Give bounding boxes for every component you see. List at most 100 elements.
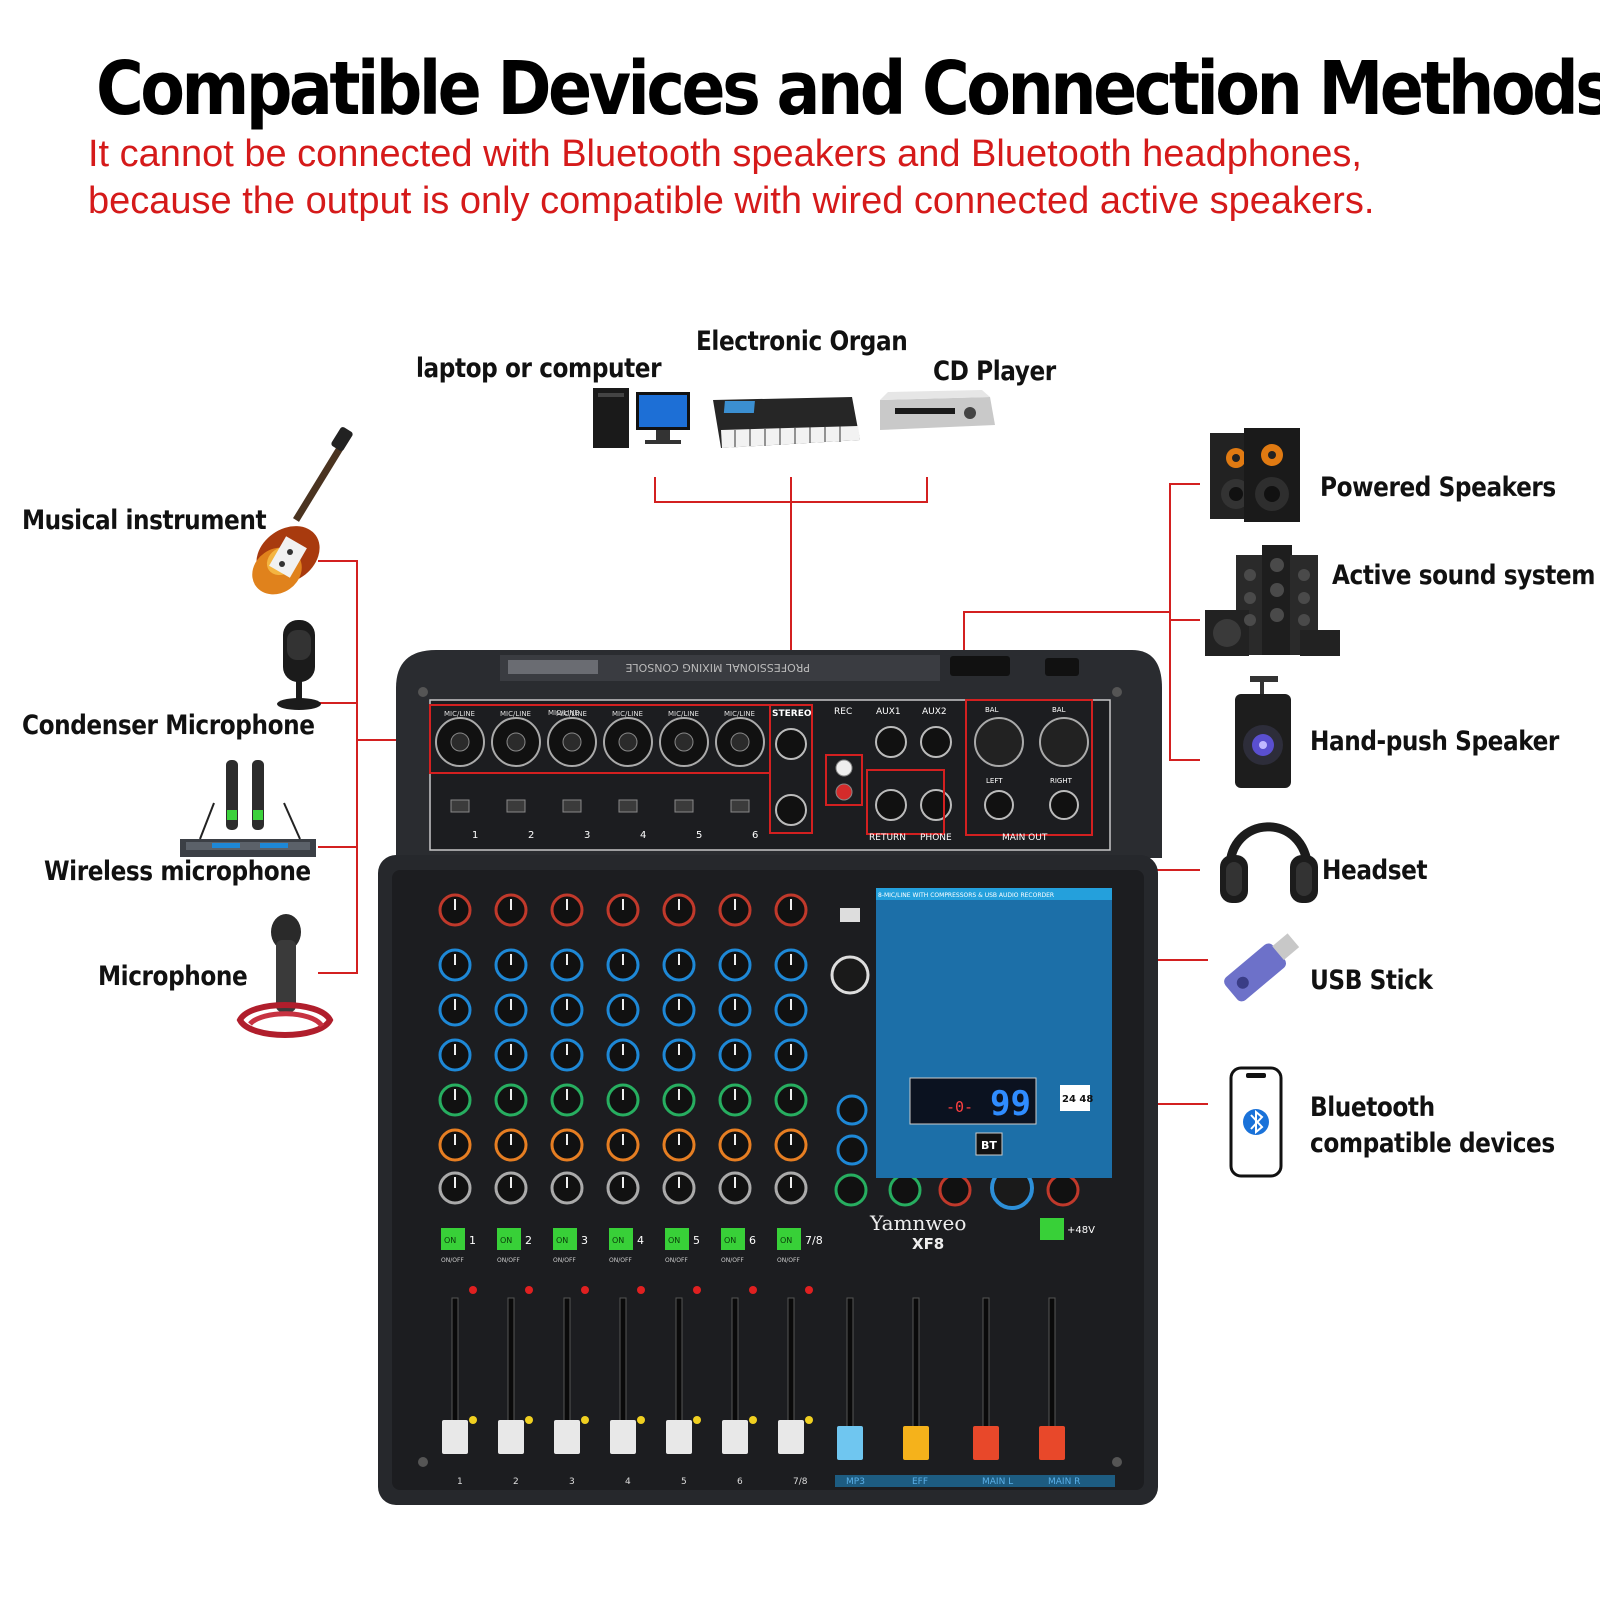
channel-fader[interactable] [722,1420,748,1454]
master-fader[interactable] [837,1426,863,1460]
pad-switch[interactable] [618,799,638,813]
stereo-label: STEREO [772,709,812,719]
phone-label: PHONE [920,833,952,843]
channel-on-button[interactable] [665,1228,689,1250]
master-fader[interactable] [1039,1426,1065,1460]
rec-output-highlight [825,754,863,806]
channel-fader[interactable] [554,1420,580,1454]
channel-fader[interactable] [666,1420,692,1454]
channel-fader[interactable] [498,1420,524,1454]
rca-white-jack[interactable] [835,759,853,777]
label-condenser-microphone: Condenser Microphone [22,710,315,741]
pad-switch[interactable] [674,799,694,813]
channel-on-button[interactable] [609,1228,633,1250]
bt-button[interactable] [975,1132,1003,1156]
rec-label: REC [834,707,852,717]
fader-label: 3 [569,1477,575,1487]
channel-on-button[interactable] [441,1228,465,1250]
channel-on-button[interactable] [777,1228,801,1250]
main-out-quarter-jack[interactable] [1049,790,1079,820]
quarter-inch-jack[interactable] [875,789,907,821]
model-name: XF8 [912,1235,944,1253]
channel-on-button[interactable] [553,1228,577,1250]
strip-number: 4 [637,1234,644,1247]
main-out-label: MAIN OUT [1002,833,1048,843]
master-eq-knob[interactable] [836,1134,868,1166]
rca-red-jack[interactable] [835,783,853,801]
jack-center [450,732,470,752]
quarter-inch-jack[interactable] [920,789,952,821]
on-off-label: ON/OFF [441,1257,464,1264]
pad-switch[interactable] [730,799,750,813]
channel-number: 3 [584,830,590,841]
jack-center [506,732,526,752]
quarter-inch-jack[interactable] [920,726,952,758]
badge-text: 24 48 [1062,1094,1093,1105]
phantom-label: +48V [1067,1225,1095,1236]
pfl-led [749,1416,757,1424]
phantom-button[interactable] [1040,1218,1064,1240]
bal-right-label: BAL [1052,706,1066,714]
jack-center [618,732,638,752]
quarter-inch-jack[interactable] [875,726,907,758]
master-knob[interactable] [888,1173,922,1207]
screw [1112,687,1122,697]
display-small: -0- [946,1098,973,1116]
on-label: ON [780,1236,792,1245]
master-fader[interactable] [973,1426,999,1460]
label-bluetooth-devices: compatible devices [1310,1128,1555,1159]
master-fader-track [846,1297,854,1449]
channel-on-button[interactable] [721,1228,745,1250]
main-out-highlight [965,699,1093,836]
bt-label: BT [981,1139,997,1152]
fader-label: 7/8 [793,1477,808,1487]
pad-switch[interactable] [562,799,582,813]
channel-fader[interactable] [442,1420,468,1454]
mic-line-label: MIC/LINE [548,709,579,717]
peak-led [637,1286,645,1294]
channel-fader[interactable] [778,1420,804,1454]
channel-fader[interactable] [610,1420,636,1454]
main-out-quarter-jack[interactable] [984,790,1014,820]
stereo-jack[interactable] [775,728,807,760]
master-knob[interactable] [1046,1173,1080,1207]
master-fader-track [912,1297,920,1449]
on-off-label: ON/OFF [777,1257,800,1264]
smartphone-icon [1229,1066,1283,1178]
peak-led [693,1286,701,1294]
screw [418,687,428,697]
channel-number: 1 [472,830,478,841]
left-label: LEFT [986,777,1003,785]
pad-switch[interactable] [506,799,526,813]
channel-jack-label: MIC/LINE [668,710,699,718]
bal-left-label: BAL [985,706,999,714]
master-knob[interactable] [938,1173,972,1207]
master-knob[interactable] [834,1173,868,1207]
pfl-led [525,1416,533,1424]
pad-switch[interactable] [450,799,470,813]
program-push-knob[interactable] [830,955,870,995]
peak-led [469,1286,477,1294]
master-eq-knob[interactable] [836,1094,868,1126]
usb-port[interactable] [840,908,860,922]
control-panel [876,888,1112,1178]
channel-jack-label: MIC/LINE [612,710,643,718]
label-cd-player: CD Player [933,356,1056,387]
on-label: ON [556,1236,568,1245]
powered-speakers-icon [1210,428,1300,522]
channel-jack-label: MIC/LINE [500,710,531,718]
condenser-microphone-icon [277,620,321,710]
channel-number: 5 [696,830,702,841]
aux2-label: AUX2 [922,707,947,717]
guitar-icon [252,427,353,595]
screw [418,1457,428,1467]
channel-on-button[interactable] [497,1228,521,1250]
stereo-jack[interactable] [775,794,807,826]
on-off-label: ON/OFF [609,1257,632,1264]
master-fader[interactable] [903,1426,929,1460]
on-label: ON [724,1236,736,1245]
main-out-xlr-jack[interactable] [974,717,1024,767]
label-microphone: Microphone [98,961,248,992]
strip-number: 6 [749,1234,756,1247]
main-out-xlr-jack[interactable] [1039,717,1089,767]
